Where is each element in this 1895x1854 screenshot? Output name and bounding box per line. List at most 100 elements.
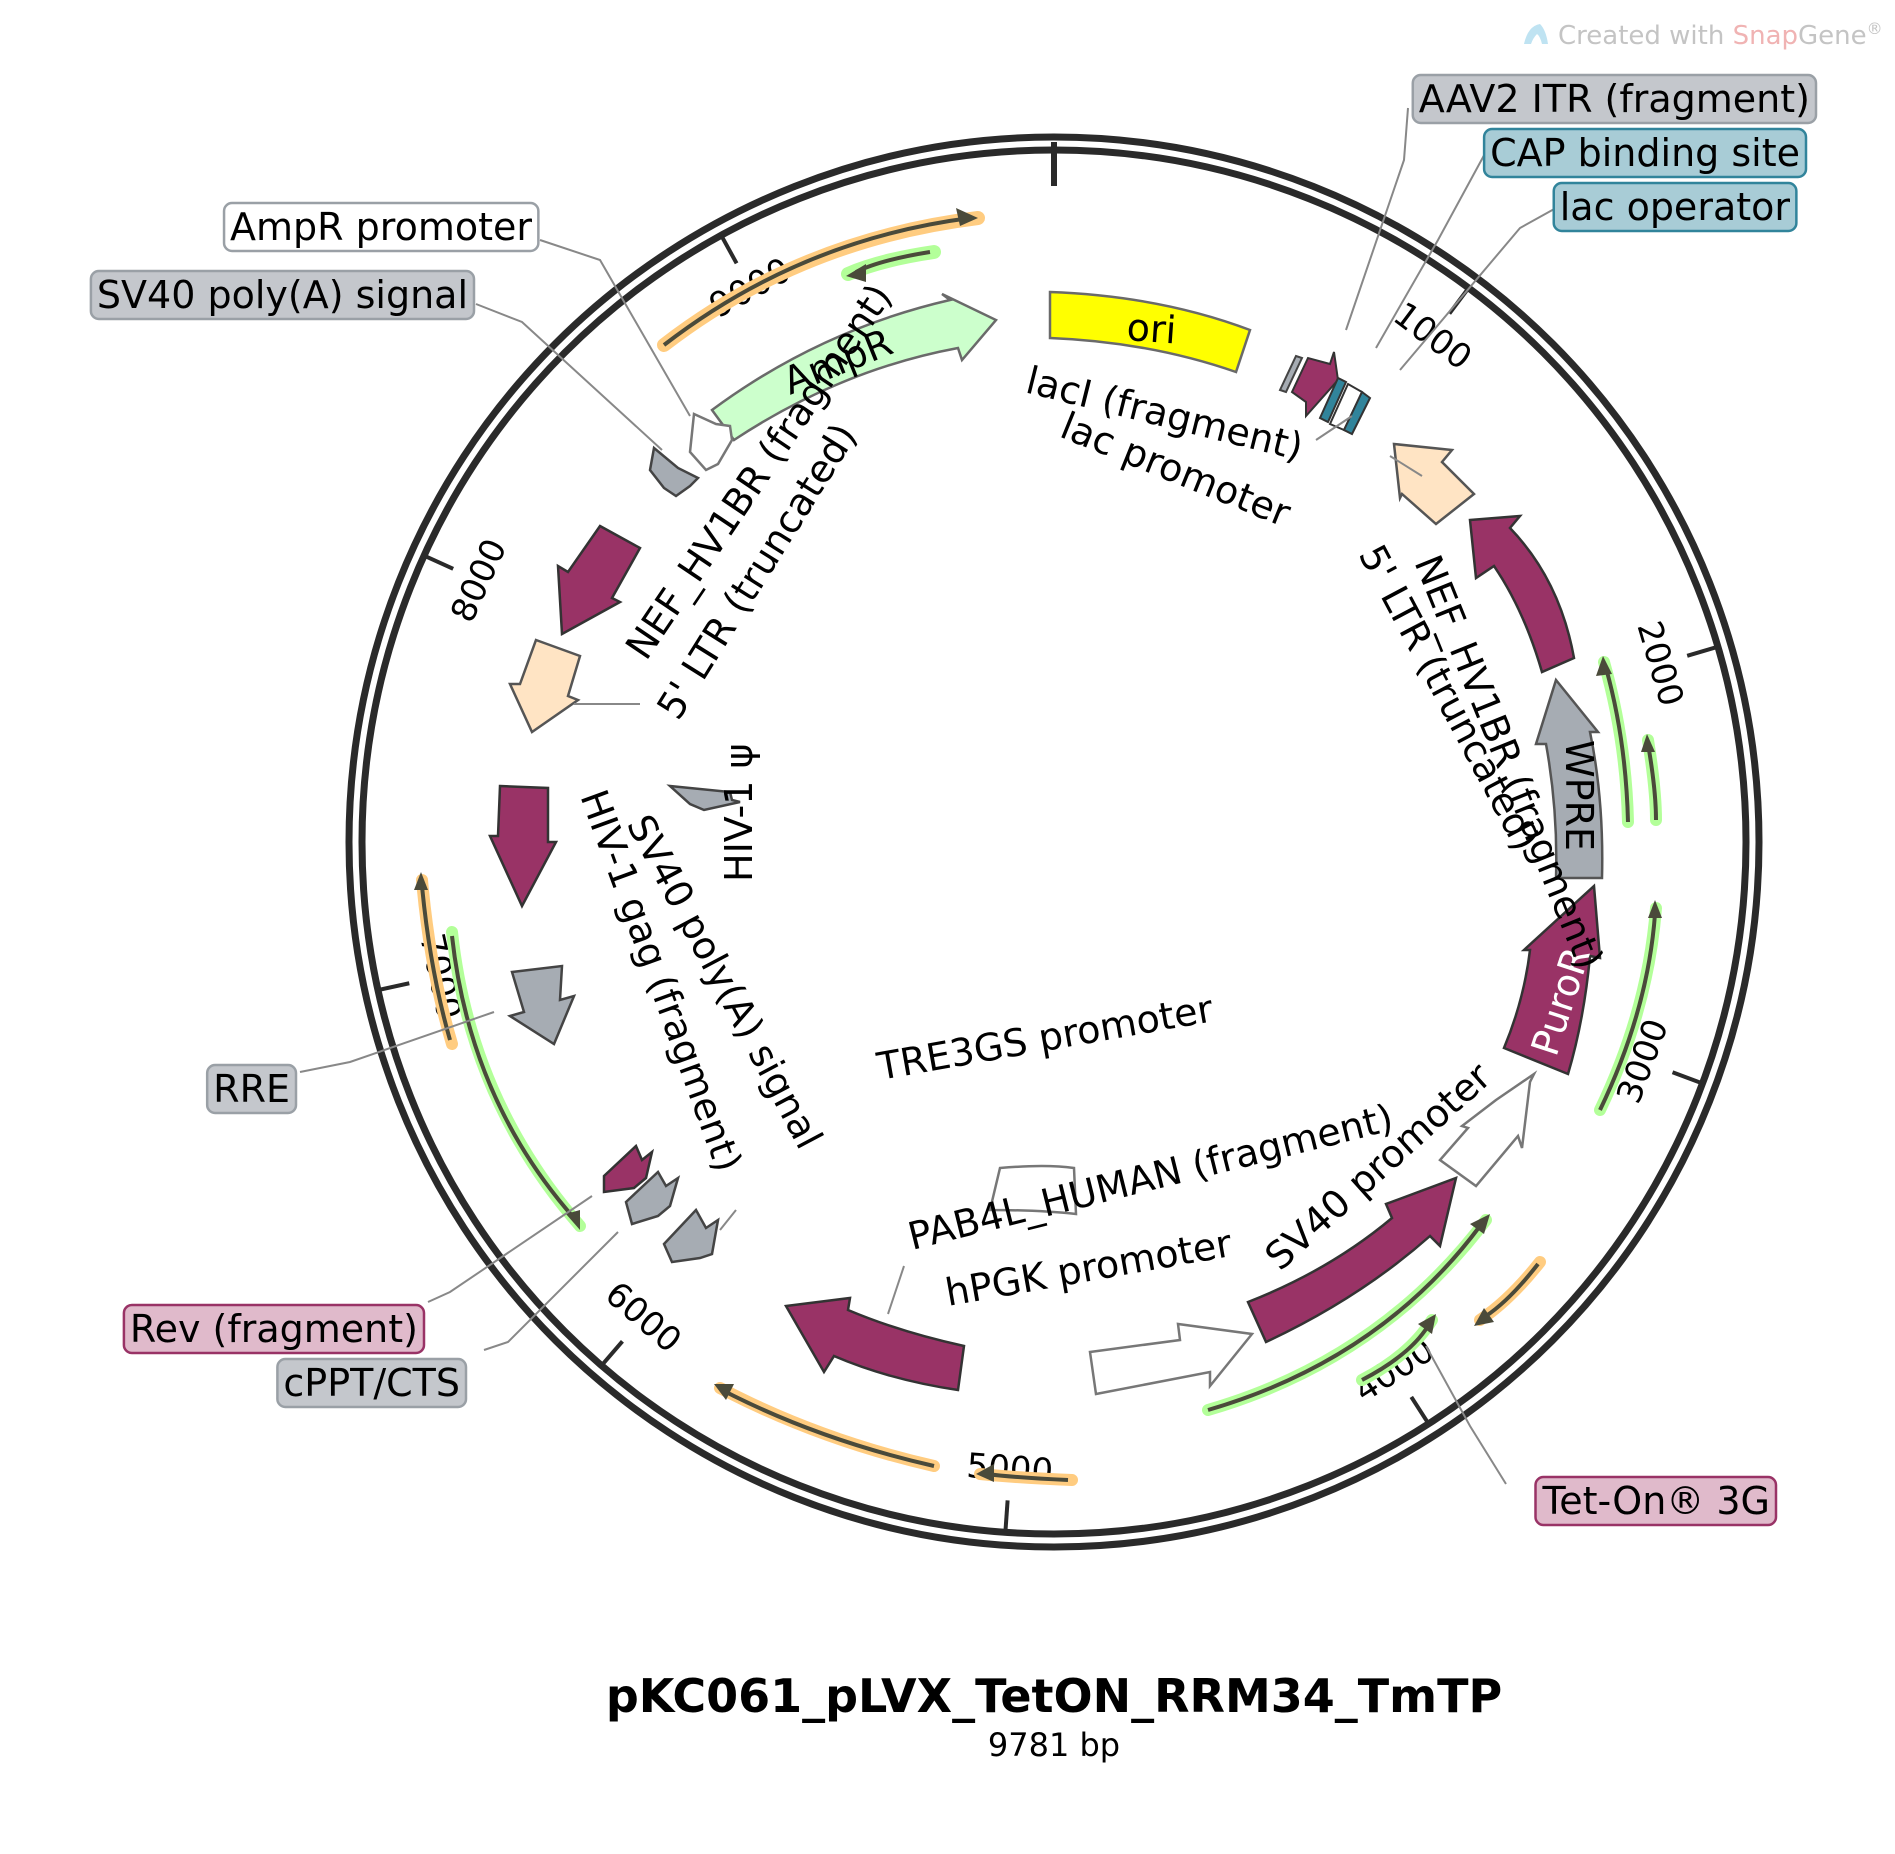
tick-mark bbox=[1671, 1070, 1702, 1085]
primer-arrowhead-icon bbox=[1474, 1308, 1494, 1326]
feature-lac-operator-b bbox=[1342, 390, 1372, 436]
backbone-circle bbox=[345, 133, 1763, 1551]
tick-mark bbox=[379, 981, 410, 992]
primer-arrowhead-icon bbox=[714, 1384, 734, 1400]
feature-rre[interactable] bbox=[506, 964, 577, 1046]
tick-mark bbox=[1003, 1500, 1010, 1531]
callout-label: lac operator bbox=[1560, 185, 1791, 229]
callout-ampr-promoter[interactable]: AmpR promoter bbox=[222, 201, 540, 253]
callout-box bbox=[122, 1303, 426, 1355]
callout-label: SV40 poly(A) signal bbox=[97, 273, 468, 317]
primer-right-3-core bbox=[1598, 913, 1657, 1111]
primer-lower-2-core bbox=[1361, 1324, 1430, 1382]
feature-sv40-polya-upper[interactable] bbox=[648, 445, 701, 498]
feature-tre3gs[interactable] bbox=[988, 1164, 1078, 1216]
callout-box bbox=[1552, 181, 1798, 233]
callout-label: CAP binding site bbox=[1490, 131, 1800, 175]
plasmid-name: pKC061_pLVX_TetON_RRM34_TmTP bbox=[606, 1669, 1502, 1723]
callout-label: Rev (fragment) bbox=[130, 1307, 418, 1351]
feature-nef-right[interactable] bbox=[1468, 514, 1576, 674]
feature-hiv1-gag[interactable] bbox=[488, 784, 559, 909]
tick-mark bbox=[1409, 1395, 1430, 1424]
callout-label: RRE bbox=[213, 1067, 290, 1111]
watermark: Created with SnapGene® bbox=[1524, 19, 1883, 51]
feature-sv40-polya-lower[interactable] bbox=[662, 1207, 720, 1264]
feature-pab4l[interactable] bbox=[783, 1296, 966, 1392]
feature-5ltr-left[interactable] bbox=[508, 638, 582, 734]
callout-cppt[interactable]: cPPT/CTS bbox=[276, 1357, 468, 1409]
feature-cluster-lac[interactable] bbox=[1278, 351, 1372, 436]
primer-lower-1-core bbox=[1207, 1224, 1482, 1412]
callout-label: AmpR promoter bbox=[230, 205, 532, 249]
primer-arrowhead-icon bbox=[956, 208, 978, 226]
callout-aav2-itr[interactable]: AAV2 ITR (fragment) bbox=[1411, 73, 1818, 125]
feature-hiv1-psi[interactable] bbox=[666, 784, 741, 812]
callout-teton[interactable]: Tet-On® 3G bbox=[1534, 1475, 1778, 1527]
snapgene-logo-icon bbox=[1524, 24, 1548, 44]
callout-rev[interactable]: Rev (fragment) bbox=[122, 1303, 426, 1355]
primer-left-orange-core bbox=[420, 885, 452, 1041]
primer-right-1 bbox=[1598, 656, 1634, 828]
feature-label-wpre: WPRE bbox=[1557, 740, 1601, 851]
feature-purop[interactable] bbox=[1502, 883, 1602, 1076]
callout-label: Tet-On® 3G bbox=[1542, 1479, 1771, 1523]
tick-label: 8000 bbox=[443, 533, 515, 628]
primer-arc-top-core bbox=[662, 216, 971, 347]
feature-rev-fragment[interactable] bbox=[602, 1143, 655, 1194]
primer-left-green-core bbox=[450, 935, 576, 1220]
callout-box bbox=[205, 1063, 298, 1115]
feature-ori[interactable] bbox=[1048, 290, 1252, 374]
primer-arrowhead-icon bbox=[1648, 900, 1662, 918]
tick-mark bbox=[720, 236, 739, 265]
feature-laci-fragment bbox=[1290, 351, 1340, 419]
feature-aav2-itr-block bbox=[1278, 354, 1304, 394]
primer-arrowhead-icon bbox=[1470, 1214, 1490, 1234]
callout-box bbox=[1534, 1475, 1778, 1527]
feature-nef-left[interactable] bbox=[556, 524, 642, 637]
primer-arrowhead-icon bbox=[1641, 734, 1655, 752]
callout-box bbox=[1482, 127, 1808, 179]
leader-lines bbox=[299, 107, 1557, 1485]
primer-right-2-core bbox=[1646, 743, 1658, 821]
callout-cap-binding[interactable]: CAP binding site bbox=[1482, 127, 1808, 179]
primer-arrowhead-icon bbox=[414, 872, 428, 890]
primer-arrowhead-icon bbox=[566, 1210, 580, 1230]
watermark-text: Created with SnapGene® bbox=[1558, 19, 1883, 51]
tick-label: 6000 bbox=[597, 1274, 689, 1361]
callout-sv40-polya-outer[interactable]: SV40 poly(A) signal bbox=[89, 269, 476, 321]
callouts: AAV2 ITR (fragment) CAP binding site lac o… bbox=[89, 73, 1818, 1527]
callout-box bbox=[89, 269, 476, 321]
primer-arrowhead-icon bbox=[846, 264, 866, 282]
callout-lac-operator[interactable]: lac operator bbox=[1552, 181, 1798, 233]
feature-label-ori: ori bbox=[1125, 305, 1177, 352]
primer-lower-orange-core bbox=[1484, 1262, 1540, 1318]
feature-ampr[interactable] bbox=[710, 292, 999, 442]
feature-5ltr-right[interactable] bbox=[1392, 442, 1476, 526]
primer-arrowhead-icon bbox=[1596, 656, 1612, 676]
feature-cppt-cts[interactable] bbox=[624, 1170, 681, 1226]
primer-right-1-core bbox=[1604, 667, 1630, 823]
feature-hpgk-promoter[interactable] bbox=[1088, 1322, 1255, 1396]
tick-label: 2000 bbox=[1628, 617, 1691, 711]
feature-wpre[interactable] bbox=[1534, 677, 1604, 880]
features: AmpR ori WPRE PuroR bbox=[414, 208, 1662, 1486]
callout-rre[interactable]: RRE bbox=[205, 1063, 298, 1115]
primer-lower-1 bbox=[1202, 1214, 1492, 1416]
plasmid-length: 9781 bp bbox=[988, 1726, 1120, 1764]
label-tre3gs: TRE3GS promoter bbox=[873, 986, 1217, 1089]
feature-cap-binding bbox=[1318, 376, 1348, 424]
label-hiv1-psi: HIV-1 ψ bbox=[717, 743, 761, 882]
callout-box bbox=[222, 201, 540, 253]
primer-arrowhead-icon bbox=[976, 1464, 994, 1482]
primer-bottom-1 bbox=[714, 1382, 940, 1472]
feature-teton-3g[interactable] bbox=[1246, 1176, 1458, 1344]
tick-mark bbox=[601, 1340, 624, 1366]
feature-ampr-promoter[interactable] bbox=[688, 412, 734, 472]
callout-box bbox=[276, 1357, 468, 1409]
primer-bottom-1-core bbox=[725, 1390, 935, 1468]
tick-mark bbox=[1686, 645, 1717, 658]
feature-sv40-promoter[interactable] bbox=[1438, 1070, 1538, 1188]
callout-label: AAV2 ITR (fragment) bbox=[1419, 77, 1810, 121]
